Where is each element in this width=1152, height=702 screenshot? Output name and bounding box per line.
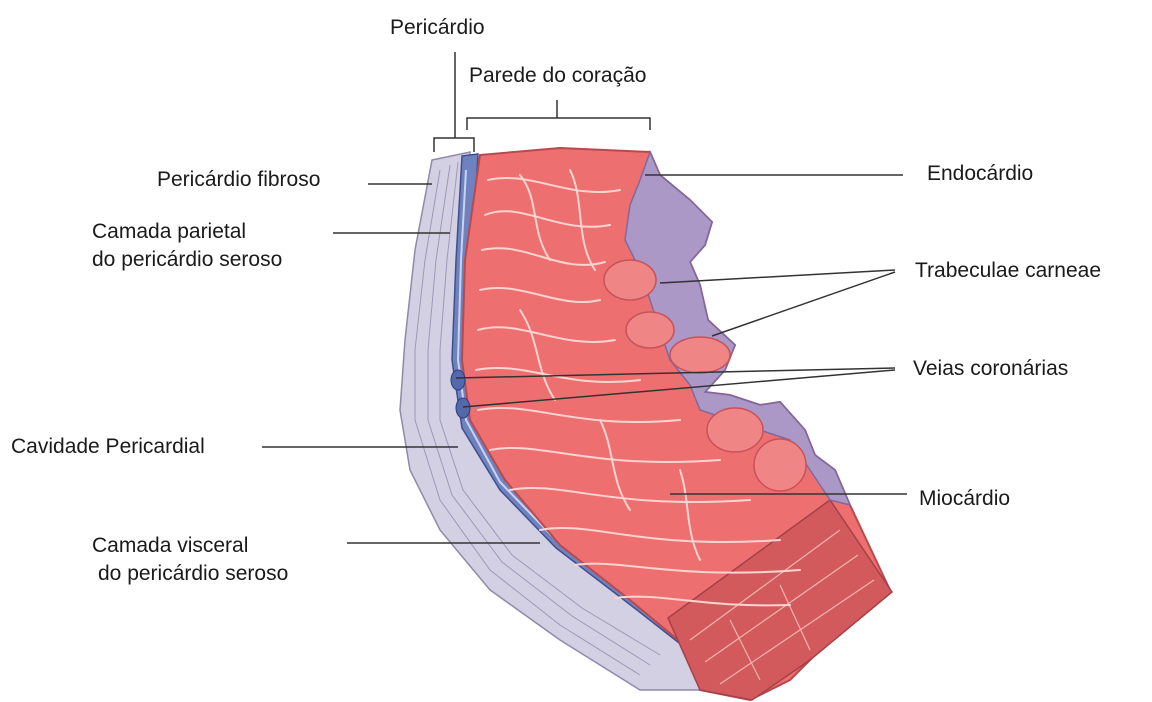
- label-camada-visceral-line2: do pericárdio seroso: [98, 560, 288, 588]
- label-camada-visceral: Camada visceral do pericárdio seroso: [92, 532, 288, 588]
- label-trabeculae-carneae: Trabeculae carneae: [915, 257, 1101, 285]
- label-veias-coronarias: Veias coronárias: [913, 355, 1068, 383]
- label-parede-do-coracao: Parede do coração: [469, 62, 646, 90]
- label-camada-parietal-line2: do pericárdio seroso: [92, 246, 282, 274]
- label-camada-parietal-line1: Camada parietal: [92, 218, 282, 246]
- label-miocardio: Miocárdio: [919, 485, 1010, 513]
- label-endocardio: Endocárdio: [927, 160, 1033, 188]
- label-camada-parietal: Camada parietal do pericárdio seroso: [92, 218, 282, 274]
- label-camada-visceral-line1: Camada visceral: [92, 532, 288, 560]
- label-cavidade-pericardial: Cavidade Pericardial: [11, 433, 205, 461]
- label-pericardio: Pericárdio: [390, 14, 485, 42]
- label-pericardio-fibroso: Pericárdio fibroso: [157, 166, 320, 194]
